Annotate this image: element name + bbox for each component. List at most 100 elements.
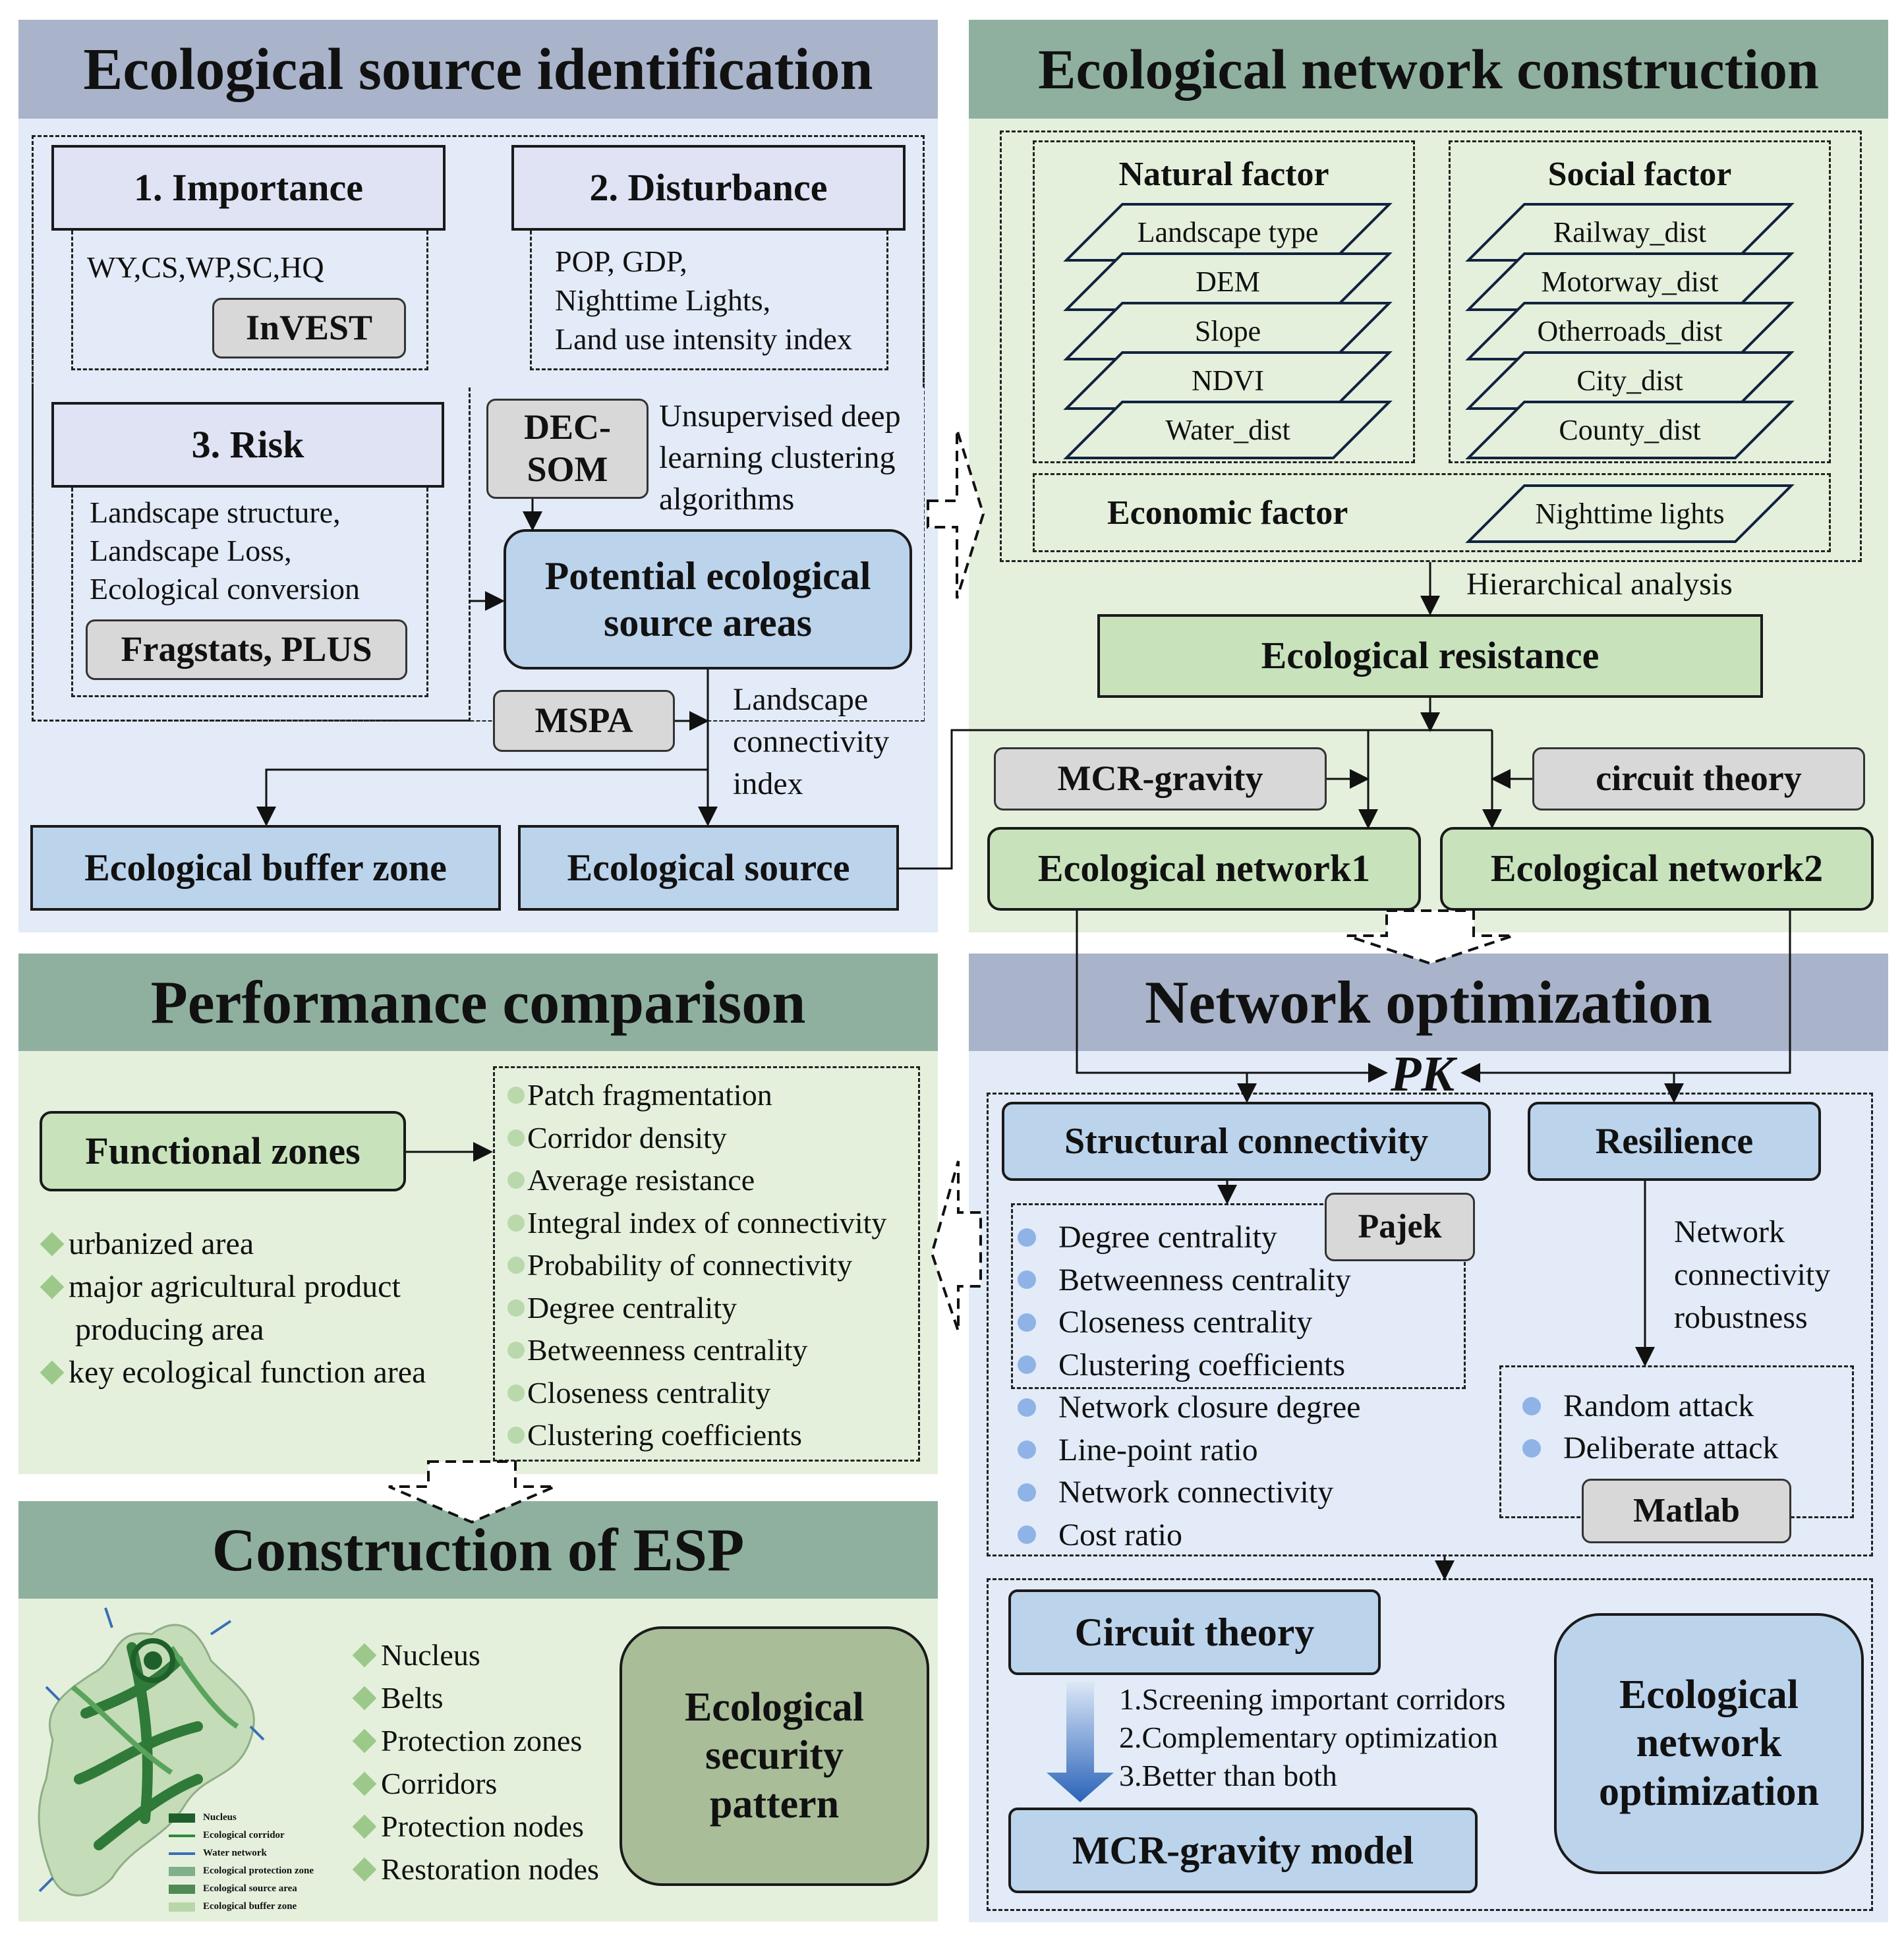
attack-item-1: Random attack <box>1522 1385 1754 1427</box>
map-legend-item: Ecological corridor <box>169 1830 285 1841</box>
legend-swatch-icon <box>169 1852 195 1855</box>
invest-tool: InVEST <box>212 298 406 358</box>
esp-box-line-2: security <box>705 1733 844 1779</box>
natural-layer-2-label: DEM <box>1196 266 1260 298</box>
decsom-desc-2: learning clustering <box>659 440 896 475</box>
structural-connectivity: Structural connectivity <box>1002 1102 1491 1181</box>
optimization-panel-title: Network optimization <box>969 954 1888 1051</box>
optimization-result-frame <box>987 1578 1873 1911</box>
social-factor-title: Social factor <box>1547 156 1732 193</box>
performance-metric-label: Betweenness centrality <box>527 1333 808 1367</box>
factors-frame <box>1000 130 1862 562</box>
natural-layer-1-label: Landscape type <box>1137 216 1319 248</box>
attack-item-2: Deliberate attack <box>1522 1427 1778 1469</box>
lci-line-3: index <box>733 766 803 801</box>
risk-line-1: Landscape structure, <box>90 496 341 529</box>
disturbance-detail-box <box>530 231 888 370</box>
diamond-bullet-icon <box>40 1232 65 1257</box>
structural-metric-item: Degree centrality <box>1018 1216 1277 1259</box>
step-2: 2.Complementary optimization <box>1119 1721 1498 1754</box>
attack-item-2-label: Deliberate attack <box>1563 1431 1779 1466</box>
zone-item-2-cont: producing area <box>75 1312 264 1347</box>
diamond-bullet-icon <box>352 1772 377 1796</box>
performance-metric-item: Betweenness centrality <box>507 1329 807 1371</box>
esp-element-5: Protection nodes <box>351 1806 584 1848</box>
structural-metric-item: Line-point ratio <box>1018 1429 1258 1471</box>
structural-metric-label: Cost ratio <box>1058 1517 1182 1553</box>
evaluation-frame <box>987 1093 1873 1556</box>
bullet-dot-icon <box>1522 1396 1541 1415</box>
legend-swatch-icon <box>169 1866 195 1876</box>
potential-line-1: Potential ecological <box>544 554 871 598</box>
structural-metric-item: Closeness centrality <box>1018 1301 1312 1344</box>
bullet-dot-icon <box>1522 1439 1541 1458</box>
esp-box-line-1: Ecological <box>684 1685 865 1730</box>
performance-metric-label: Clustering coefficients <box>527 1418 802 1452</box>
ecological-resistance: Ecological resistance <box>1097 614 1763 698</box>
structural-metric-label: Betweenness centrality <box>1058 1262 1351 1297</box>
importance-detail-box <box>71 231 428 370</box>
bullet-dot-icon <box>507 1384 525 1402</box>
zone-item-3-label: key ecological function area <box>69 1355 426 1390</box>
social-layer-5-label: County_dist <box>1559 414 1701 446</box>
economic-layer-label: Nighttime lights <box>1535 498 1725 530</box>
structural-metric-item: Network closure degree <box>1018 1386 1360 1429</box>
social-layer-3: Otherroads_dist <box>1468 303 1791 359</box>
source-lower-frame <box>32 387 471 722</box>
natural-layer-2: DEM <box>1066 254 1389 310</box>
natural-layer-5: Water_dist <box>1066 402 1389 458</box>
social-factor-box <box>1449 140 1831 463</box>
social-layer-2-label: Motorway_dist <box>1541 266 1719 298</box>
performance-metric-label: Degree centrality <box>527 1290 737 1325</box>
performance-metric-item: Degree centrality <box>507 1287 737 1329</box>
social-layer-4: City_dist <box>1468 353 1791 409</box>
legend-swatch-icon <box>169 1813 195 1823</box>
legend-swatch-icon <box>169 1902 195 1912</box>
economic-factor-title: Economic factor <box>1107 494 1348 532</box>
disturbance-line-2: Nighttime Lights, <box>555 283 771 317</box>
decsom-label-2: SOM <box>527 449 608 489</box>
performance-metric-item: Closeness centrality <box>507 1372 770 1414</box>
bullet-dot-icon <box>1018 1270 1036 1290</box>
bullet-dot-icon <box>507 1299 525 1317</box>
mcr-gravity-box: MCR-gravity <box>994 747 1327 811</box>
performance-metric-item: Patch fragmentation <box>507 1074 772 1116</box>
legend-label: Ecological protection zone <box>203 1866 314 1876</box>
attack-item-1-label: Random attack <box>1563 1388 1754 1423</box>
structural-metric-item: Network connectivity <box>1018 1471 1333 1514</box>
decsom-box: DEC- SOM <box>486 399 649 499</box>
eno-line-2: network <box>1636 1721 1782 1766</box>
ecological-source: Ecological source <box>518 825 899 911</box>
natural-layer-5-label: Water_dist <box>1165 414 1290 446</box>
social-layer-1-label: Railway_dist <box>1553 216 1707 248</box>
fragstats-plus-tool: Fragstats, PLUS <box>86 619 407 680</box>
circuit-theory-box: circuit theory <box>1532 747 1865 811</box>
step-3: 3.Better than both <box>1119 1759 1337 1792</box>
performance-metric-item: Average resistance <box>507 1159 755 1201</box>
zone-item-1: urbanized area <box>38 1223 254 1265</box>
performance-metric-label: Corridor density <box>527 1120 727 1154</box>
potential-source-areas: Potential ecological source areas <box>504 529 912 670</box>
economic-factor-box <box>1033 473 1831 552</box>
bullet-dot-icon <box>507 1129 525 1147</box>
risk-header: 3. Risk <box>51 402 444 488</box>
disturbance-header: 2. Disturbance <box>511 145 906 231</box>
potential-line-2: source areas <box>603 600 813 644</box>
natural-layer-4: NDVI <box>1066 353 1389 409</box>
structural-metric-label: Network connectivity <box>1058 1475 1334 1510</box>
social-layer-2: Motorway_dist <box>1468 254 1791 310</box>
structural-metric-label: Clustering coefficients <box>1058 1347 1345 1382</box>
bullet-dot-icon <box>507 1087 525 1104</box>
structural-metric-item: Clustering coefficients <box>1018 1344 1345 1386</box>
pajek-box: Pajek <box>1325 1193 1475 1261</box>
legend-swatch-icon <box>169 1884 195 1894</box>
ecological-buffer-zone: Ecological buffer zone <box>30 825 501 911</box>
structural-metric-label: Line-point ratio <box>1058 1432 1258 1468</box>
source-panel-title: Ecological source identification <box>18 20 938 119</box>
mcr-gravity-model: MCR-gravity model <box>1008 1808 1478 1893</box>
performance-metric-label: Patch fragmentation <box>527 1078 772 1112</box>
map-legend-item: Ecological protection zone <box>169 1866 314 1877</box>
disturbance-line-3: Land use intensity index <box>555 322 852 356</box>
decsom-desc-1: Unsupervised deep <box>659 399 901 434</box>
performance-metric-item: Corridor density <box>507 1117 727 1159</box>
